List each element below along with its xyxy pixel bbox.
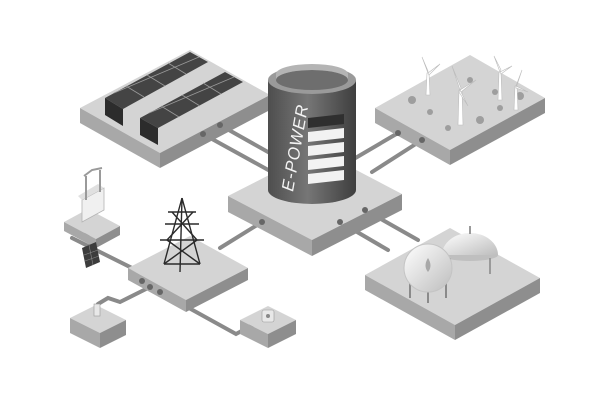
socket-icon: [217, 122, 223, 128]
transmission-tower-platform: [128, 197, 248, 312]
socket-icon: [139, 278, 145, 284]
cables: [70, 123, 424, 337]
socket-icon: [395, 130, 401, 136]
solar-farm-platform: [80, 50, 270, 168]
transmission-tower-icon: [160, 197, 204, 273]
socket-icon: [419, 137, 425, 143]
outlet-box-icon: [261, 309, 275, 323]
storage-tank-icon: [403, 226, 498, 303]
socket-icon: [200, 131, 206, 137]
storage-tank-platform: [365, 226, 540, 340]
solar-panel-icon: [105, 52, 243, 145]
ground-rocks: [408, 77, 524, 131]
socket-icon: [259, 219, 265, 225]
e-power-battery: E-POWER: [268, 64, 356, 204]
water-tower-icon: [78, 167, 105, 223]
outlet-box-right: [240, 306, 296, 348]
wind-farm-platform: [375, 55, 545, 165]
outlet-box-icon: [93, 303, 101, 317]
cable-wind-to-hub-2: [370, 138, 424, 174]
socket-icon: [362, 207, 368, 213]
cable-tower-to-box-left: [96, 285, 152, 306]
wind-turbine-icon: [421, 55, 529, 126]
battery-level-bars: [308, 114, 344, 184]
cable-wind-to-hub-1: [350, 131, 400, 162]
socket-icon: [147, 284, 153, 290]
small-solar-panel-icon: [82, 242, 100, 268]
socket-icon: [157, 289, 163, 295]
outlet-box-left: [70, 303, 126, 348]
cable-hub-to-tower: [218, 220, 264, 250]
socket-icon: [337, 219, 343, 225]
water-tower-unit: [64, 167, 120, 248]
